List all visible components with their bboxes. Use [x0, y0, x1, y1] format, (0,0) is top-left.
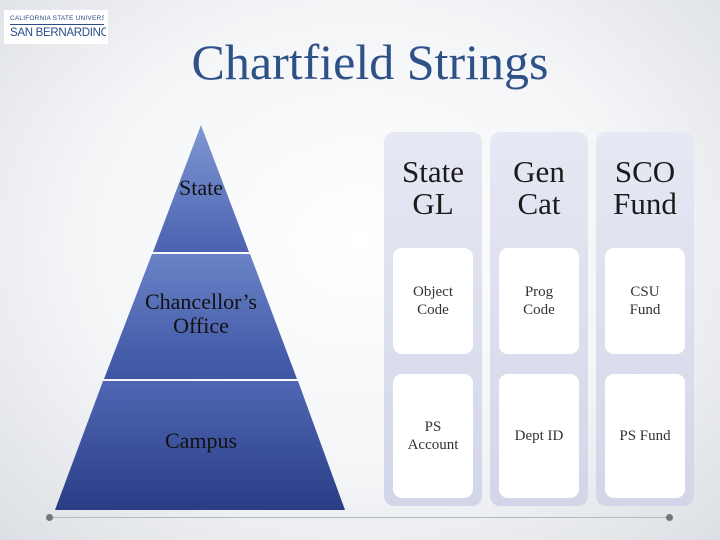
- cell-text: Dept ID: [514, 428, 564, 444]
- cell-text: PS Account: [407, 419, 459, 453]
- cell-text: Prog Code: [523, 284, 555, 318]
- cell-ps-fund: PS Fund: [605, 374, 685, 498]
- pyramid-level-bottom: [55, 381, 345, 510]
- pyramid-level-middle: [104, 254, 297, 379]
- column-header-gen-cat: Gen Cat: [490, 138, 588, 238]
- column-header-text: SCO Fund: [613, 154, 677, 221]
- cell-ps-account: PS Account: [393, 374, 473, 498]
- cell-text: Object Code: [413, 284, 453, 318]
- column-header-text: State GL: [402, 154, 464, 221]
- cell-object-code: Object Code: [393, 248, 473, 354]
- decorative-dot-left: [46, 514, 53, 521]
- pyramid-label-state: State: [179, 175, 223, 200]
- logo-line-1: CALIFORNIA STATE UNIVERSITY: [10, 14, 104, 25]
- cell-prog-code: Prog Code: [499, 248, 579, 354]
- pyramid-label-chancellors-office: Chancellor’s Office: [144, 289, 257, 338]
- column-header-sco-fund: SCO Fund: [596, 138, 694, 238]
- logo-line-2: SAN BERNARDINO: [10, 27, 106, 39]
- cell-text: CSU Fund: [629, 284, 661, 318]
- column-header-text: Gen Cat: [513, 154, 565, 221]
- decorative-divider: [52, 517, 668, 518]
- cell-csu-fund: CSU Fund: [605, 248, 685, 354]
- slide-title: Chartfield Strings: [191, 34, 549, 90]
- university-logo: CALIFORNIA STATE UNIVERSITY SAN BERNARDI…: [4, 10, 108, 44]
- decorative-dot-right: [666, 514, 673, 521]
- cell-text: PS Fund: [619, 428, 671, 444]
- pyramid-label-campus: Campus: [164, 428, 238, 453]
- pyramid-level-top: [153, 125, 249, 252]
- column-header-state-gl: State GL: [384, 138, 482, 238]
- cell-dept-id: Dept ID: [499, 374, 579, 498]
